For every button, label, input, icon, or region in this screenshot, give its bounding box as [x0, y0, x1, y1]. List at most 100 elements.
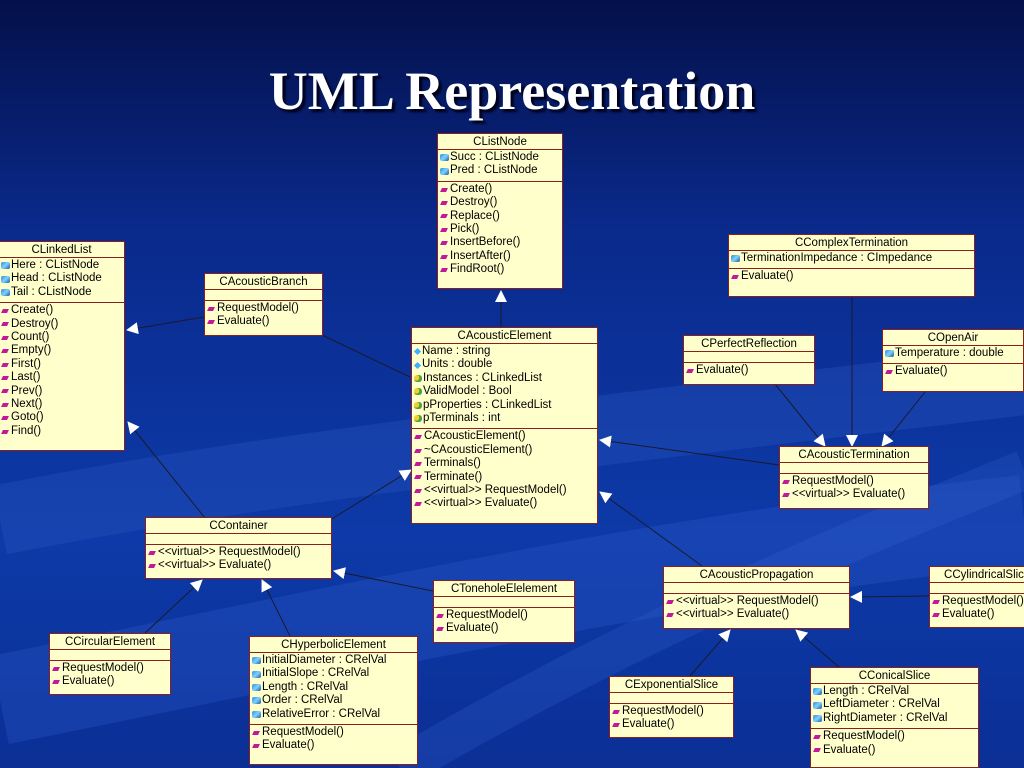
method-icon	[813, 734, 821, 739]
method-label: <<virtual>> Evaluate()	[676, 608, 790, 621]
attribute-label: Tail : CListNode	[11, 285, 92, 298]
method-icon	[440, 214, 448, 219]
public-attribute-icon	[413, 361, 422, 369]
method-row: <<virtual>> Evaluate()	[782, 488, 926, 501]
method-label: Pick()	[450, 223, 480, 236]
class-cacousticpropagation[interactable]: CAcousticPropagation<<virtual>> RequestM…	[663, 566, 850, 629]
method-row: ~CAcousticElement()	[414, 444, 595, 457]
edge-openair-termination	[881, 391, 926, 447]
method-label: Create()	[450, 182, 493, 195]
attribute-row: InitialSlope : CRelVal	[252, 667, 415, 680]
methods-section: <<virtual>> RequestModel()<<virtual>> Ev…	[146, 545, 331, 576]
attribute-label: Name : string	[422, 345, 491, 357]
method-icon	[207, 306, 215, 311]
attribute-icon	[1, 289, 10, 297]
method-label: <<virtual>> RequestModel()	[676, 595, 819, 607]
method-row: <<virtual>> Evaluate()	[148, 559, 329, 572]
method-row: Create()	[440, 183, 560, 196]
attribute-label: InitialSlope : CRelVal	[262, 667, 370, 680]
attribute-label: RelativeError : CRelVal	[262, 707, 381, 720]
attribute-row: Pred : CListNode	[440, 164, 560, 177]
method-icon	[686, 368, 694, 373]
method-row: RequestModel()	[782, 475, 926, 488]
method-row: <<virtual>> Evaluate()	[414, 497, 595, 510]
protected-attribute-icon	[414, 375, 422, 383]
attribute-icon	[252, 670, 261, 678]
attribute-row: Temperature : double	[885, 347, 1021, 360]
method-label: Replace()	[450, 209, 500, 222]
method-icon	[1, 402, 9, 407]
method-label: InsertBefore()	[450, 236, 521, 249]
method-label: InsertAfter()	[450, 249, 511, 262]
method-label: Count()	[11, 331, 50, 344]
edge-circular-container	[144, 579, 203, 634]
class-name: CCircularElement	[50, 634, 170, 650]
method-row: Evaluate()	[731, 270, 972, 283]
class-ccontainer[interactable]: CContainer<<virtual>> RequestModel()<<vi…	[145, 517, 332, 579]
method-icon	[666, 599, 674, 604]
methods-section: <<virtual>> RequestModel()<<virtual>> Ev…	[664, 594, 849, 625]
method-icon	[414, 461, 422, 466]
method-icon	[1, 335, 9, 340]
method-label: CAcousticElement()	[424, 430, 526, 443]
attribute-label: Length : CRelVal	[262, 680, 349, 693]
method-icon	[414, 502, 422, 507]
methods-section: CAcousticElement()~CAcousticElement()Ter…	[412, 429, 597, 513]
method-label: Empty()	[11, 344, 52, 357]
attribute-row: RightDiameter : CRelVal	[813, 712, 976, 725]
method-row: Replace()	[440, 210, 560, 223]
method-label: Evaluate()	[217, 315, 270, 328]
method-row: Evaluate()	[612, 718, 731, 731]
edge-branch-linkedlist	[126, 316, 205, 335]
attributes-section	[780, 463, 928, 474]
method-label: Goto()	[11, 411, 44, 424]
method-label: Create()	[11, 304, 54, 317]
attribute-row: Succ : CListNode	[440, 151, 560, 164]
attribute-icon	[1, 275, 10, 283]
method-icon	[1, 375, 9, 380]
method-icon	[782, 479, 790, 484]
attribute-icon	[731, 255, 740, 263]
method-label: <<virtual>> Evaluate()	[158, 559, 272, 572]
method-icon	[1, 416, 9, 421]
class-name: CConicalSlice	[811, 668, 978, 684]
method-icon	[440, 187, 448, 192]
method-label: RequestModel()	[446, 609, 528, 621]
method-icon	[666, 613, 674, 618]
method-row: Next()	[1, 398, 122, 411]
attribute-row: Tail : CListNode	[1, 286, 122, 299]
protected-attribute-icon	[414, 415, 422, 423]
method-label: Evaluate()	[696, 364, 749, 376]
method-label: <<virtual>> Evaluate()	[792, 488, 906, 501]
class-name: CPerfectReflection	[684, 336, 814, 352]
method-row: RequestModel()	[436, 609, 572, 622]
method-label: First()	[11, 357, 42, 370]
method-icon	[1, 389, 9, 394]
class-name: CAcousticTermination	[780, 447, 928, 463]
attribute-label: LeftDiameter : CRelVal	[823, 698, 940, 711]
methods-section: Create()Destroy()Count()Empty()First()La…	[0, 303, 124, 441]
method-row: Pick()	[440, 223, 560, 236]
method-row: RequestModel()	[52, 662, 168, 675]
attribute-icon	[252, 697, 261, 705]
method-row: <<virtual>> RequestModel()	[666, 595, 847, 608]
method-row: Count()	[1, 331, 122, 344]
edge-container-acousticelement	[329, 469, 412, 521]
class-name: COpenAir	[883, 330, 1023, 346]
